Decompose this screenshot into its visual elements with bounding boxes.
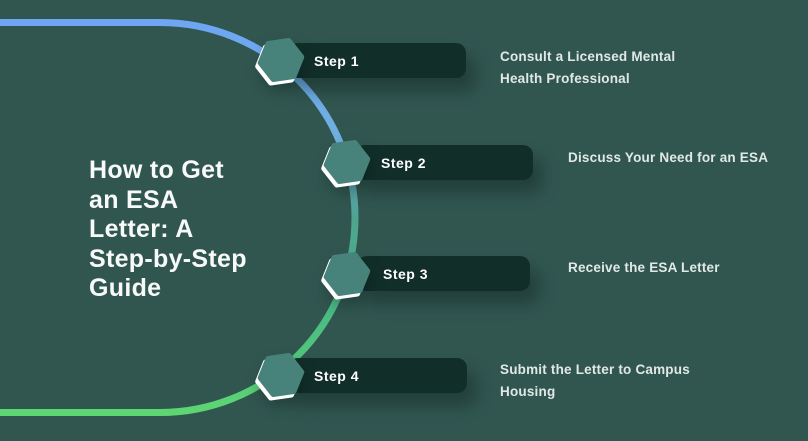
step-3-description: Receive the ESA Letter bbox=[568, 257, 720, 279]
step-3-hexagon-marker bbox=[321, 252, 371, 300]
infographic-title: How to Get an ESA Letter: A Step-by-Step… bbox=[89, 156, 309, 304]
timeline-path bbox=[0, 19, 359, 416]
step-2-description: Discuss Your Need for an ESA bbox=[568, 147, 768, 169]
title-line: an ESA bbox=[89, 185, 179, 214]
description-line: Discuss Your Need for an ESA bbox=[568, 150, 769, 165]
step-1-label: Step 1 bbox=[314, 52, 360, 69]
title-line: Guide bbox=[89, 274, 162, 302]
step-1-hexagon-marker bbox=[255, 38, 305, 86]
step-3-label: Step 3 bbox=[383, 265, 429, 282]
step-4-label: Step 4 bbox=[314, 367, 360, 384]
step-1-description: Consult a Licensed Mental Health Profess… bbox=[500, 46, 675, 90]
title-line: Letter: A bbox=[89, 215, 194, 243]
title-line: How to Get bbox=[89, 156, 224, 184]
description-line: Receive the ESA Letter bbox=[568, 260, 720, 275]
title-line: Step-by-Step bbox=[89, 244, 247, 273]
step-4-description: Submit the Letter to Campus Housing bbox=[500, 359, 690, 403]
step-4-pill: Step 4 bbox=[288, 358, 467, 393]
step-4-hexagon-marker bbox=[255, 353, 305, 401]
description-line: Health Professional bbox=[500, 71, 630, 86]
step-3-pill: Step 3 bbox=[357, 256, 530, 291]
description-line: Housing bbox=[500, 384, 556, 399]
step-2-label: Step 2 bbox=[381, 154, 427, 171]
step-1-pill: Step 1 bbox=[288, 43, 466, 78]
step-2-pill: Step 2 bbox=[355, 145, 533, 180]
step-2-hexagon-marker bbox=[321, 140, 371, 188]
description-line: Consult a Licensed Mental bbox=[500, 49, 676, 64]
description-line: Submit the Letter to Campus bbox=[500, 362, 690, 377]
